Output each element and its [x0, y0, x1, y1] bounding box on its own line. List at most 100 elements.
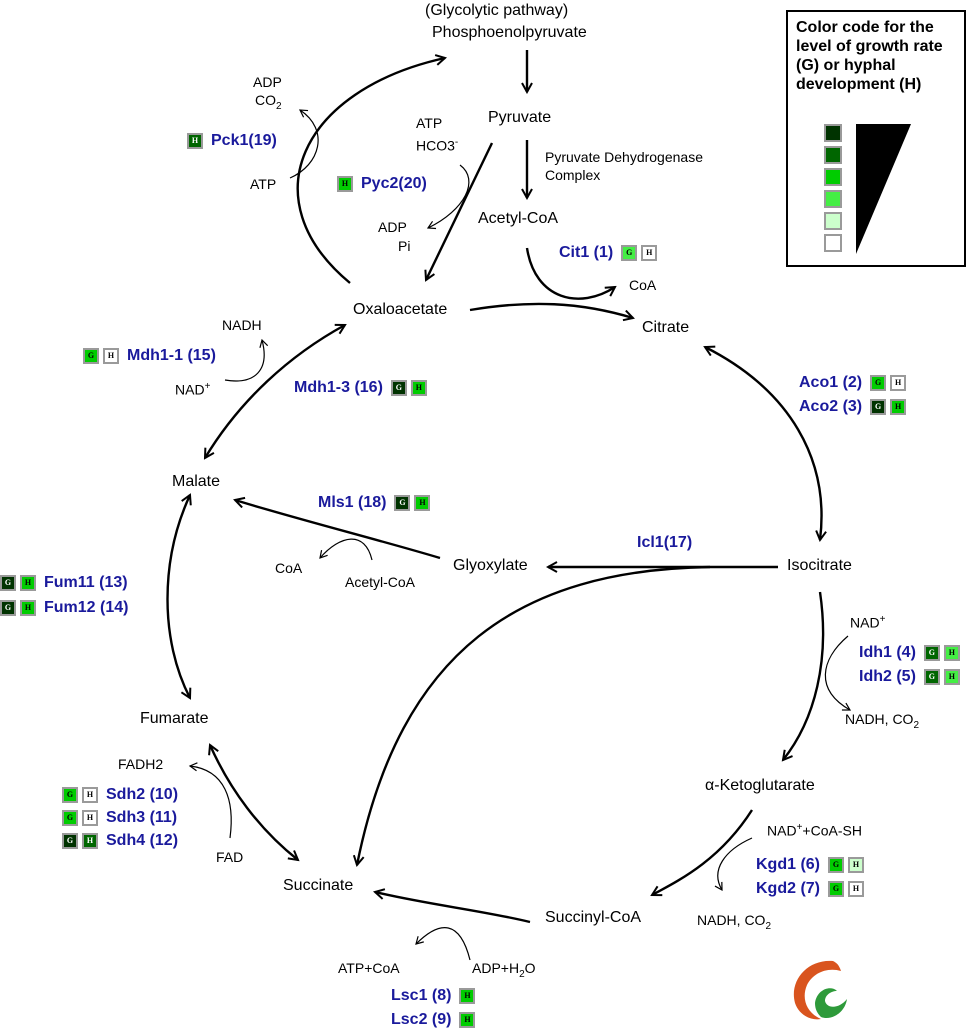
growth-rate-indicator: G — [0, 600, 16, 616]
growth-rate-indicator: G — [62, 833, 78, 849]
adp-text: ADP+H — [472, 960, 520, 976]
growth-rate-indicator: G — [390, 380, 407, 396]
superscript: + — [204, 381, 211, 392]
arrow-oxaloacetate-pep — [296, 58, 445, 284]
cofactor-adp: ADP — [253, 74, 282, 90]
arrow-pyruvate-oxaloacetate — [426, 142, 494, 280]
metabolite-citrate: Citrate — [642, 319, 690, 336]
enzyme-name: Pyc2(20) — [361, 175, 427, 192]
legend-swatch — [824, 168, 842, 186]
legend-swatch — [824, 212, 842, 230]
enzyme-name: Icl1(17) — [637, 534, 693, 551]
hyphal-development-indicator: H — [20, 575, 36, 591]
arrow-malate-oxaloacetate — [205, 325, 345, 458]
subscript: 2 — [276, 100, 282, 112]
legend-gradient-triangle — [856, 124, 911, 254]
cofactor-acetylcoa-mls: Acetyl-CoA — [345, 574, 416, 590]
side-fad — [188, 762, 232, 839]
growth-rate-indicator: G — [62, 810, 78, 826]
legend-swatch — [824, 124, 842, 142]
hyphal-development-indicator: H — [20, 600, 36, 616]
growth-rate-indicator: G — [621, 245, 638, 261]
pdh-label-2: Complex — [545, 167, 601, 183]
hyphal-development-indicator: H — [848, 881, 864, 897]
nadh-text: NADH, CO — [845, 711, 914, 727]
growth-rate-indicator: G — [0, 575, 16, 591]
metabolite-malate: Malate — [172, 473, 221, 490]
hyphal-development-indicator: H — [414, 495, 431, 511]
hyphal-development-indicator: H — [848, 857, 864, 873]
cofactor-nadh-co2-kgd: NADH, CO2 — [697, 913, 771, 932]
publisher-logo — [793, 960, 847, 1020]
legend-swatch — [824, 146, 842, 164]
hyphal-development-indicator: H — [890, 399, 907, 415]
arrow-isocitrate-akg — [783, 591, 825, 760]
enzyme-name: Aco2 (3) — [799, 398, 863, 415]
legend-swatch — [824, 234, 842, 252]
subscript: 2 — [519, 968, 525, 980]
side-lsc — [415, 927, 471, 961]
hyphal-development-indicator: H — [103, 348, 119, 364]
side-idh — [824, 635, 852, 711]
growth-rate-indicator: G — [923, 669, 940, 685]
growth-rate-indicator: G — [394, 495, 411, 511]
enzyme-name: Lsc2 (9) — [391, 1011, 452, 1028]
growth-rate-indicator: G — [828, 857, 844, 873]
enzyme-name: Mdh1-1 (15) — [127, 347, 216, 364]
hyphal-development-indicator: H — [187, 133, 203, 149]
side-pck1 — [289, 109, 319, 179]
side-kgd — [714, 837, 753, 892]
cofactor-co2: CO2 — [255, 93, 282, 112]
o-text: O — [524, 960, 536, 976]
cofactor-fadh2: FADH2 — [118, 756, 164, 772]
enzyme-lsc1: Lsc1 (8) H — [387, 987, 476, 1004]
pdh-label: Pyruvate Dehydrogenase — [545, 149, 703, 165]
arrow-citrate-isocitrate — [705, 347, 822, 540]
coash-text: +CoA-SH — [802, 822, 862, 839]
growth-rate-indicator: G — [923, 645, 940, 661]
color-legend: Color code for the level of growth rate … — [786, 10, 966, 267]
hyphal-development-indicator: H — [943, 669, 960, 685]
hyphal-development-indicator: H — [82, 833, 98, 849]
hyphal-development-indicator: H — [459, 988, 476, 1004]
hyphal-development-indicator: H — [337, 176, 353, 192]
arrow-akg-succinylcoa — [652, 809, 754, 895]
enzyme-lsc2: Lsc2 (9) H — [387, 1011, 476, 1028]
enzyme-icl1: Icl1(17) — [633, 535, 696, 551]
enzyme-name: Lsc1 (8) — [391, 987, 452, 1004]
hyphal-development-indicator: H — [82, 810, 98, 826]
enzyme-name: Kgd2 (7) — [756, 880, 820, 897]
cofactor-atp-pck: ATP — [250, 176, 277, 192]
superscript: - — [454, 137, 459, 148]
enzyme-name: Sdh3 (11) — [106, 809, 178, 826]
enzyme-name: Mls1 (18) — [318, 494, 387, 511]
arrow-succinate-fumarate — [210, 745, 298, 860]
metabolite-succinate: Succinate — [283, 877, 354, 894]
enzyme-name: Pck1(19) — [211, 132, 277, 149]
co2-text: CO — [255, 92, 276, 108]
cofactor-atp-pyc: ATP — [416, 115, 443, 131]
metabolite-alpha-ketoglutarate: α-Ketoglutarate — [705, 777, 815, 794]
growth-rate-indicator: G — [828, 881, 844, 897]
arrow-isocitrate-succinate — [357, 565, 711, 865]
superscript: + — [879, 614, 886, 625]
side-mdh — [224, 338, 269, 382]
cofactor-nadh-mdh: NADH — [222, 317, 262, 333]
cofactor-nad-idh: NAD+ — [850, 615, 885, 630]
hyphal-development-indicator: H — [459, 1012, 476, 1028]
cofactor-coa-mls: CoA — [275, 560, 303, 576]
arrow-oxaloacetate-citrate — [469, 302, 633, 318]
growth-rate-indicator: G — [870, 375, 887, 391]
hco3-text: HCO3 — [416, 137, 455, 154]
